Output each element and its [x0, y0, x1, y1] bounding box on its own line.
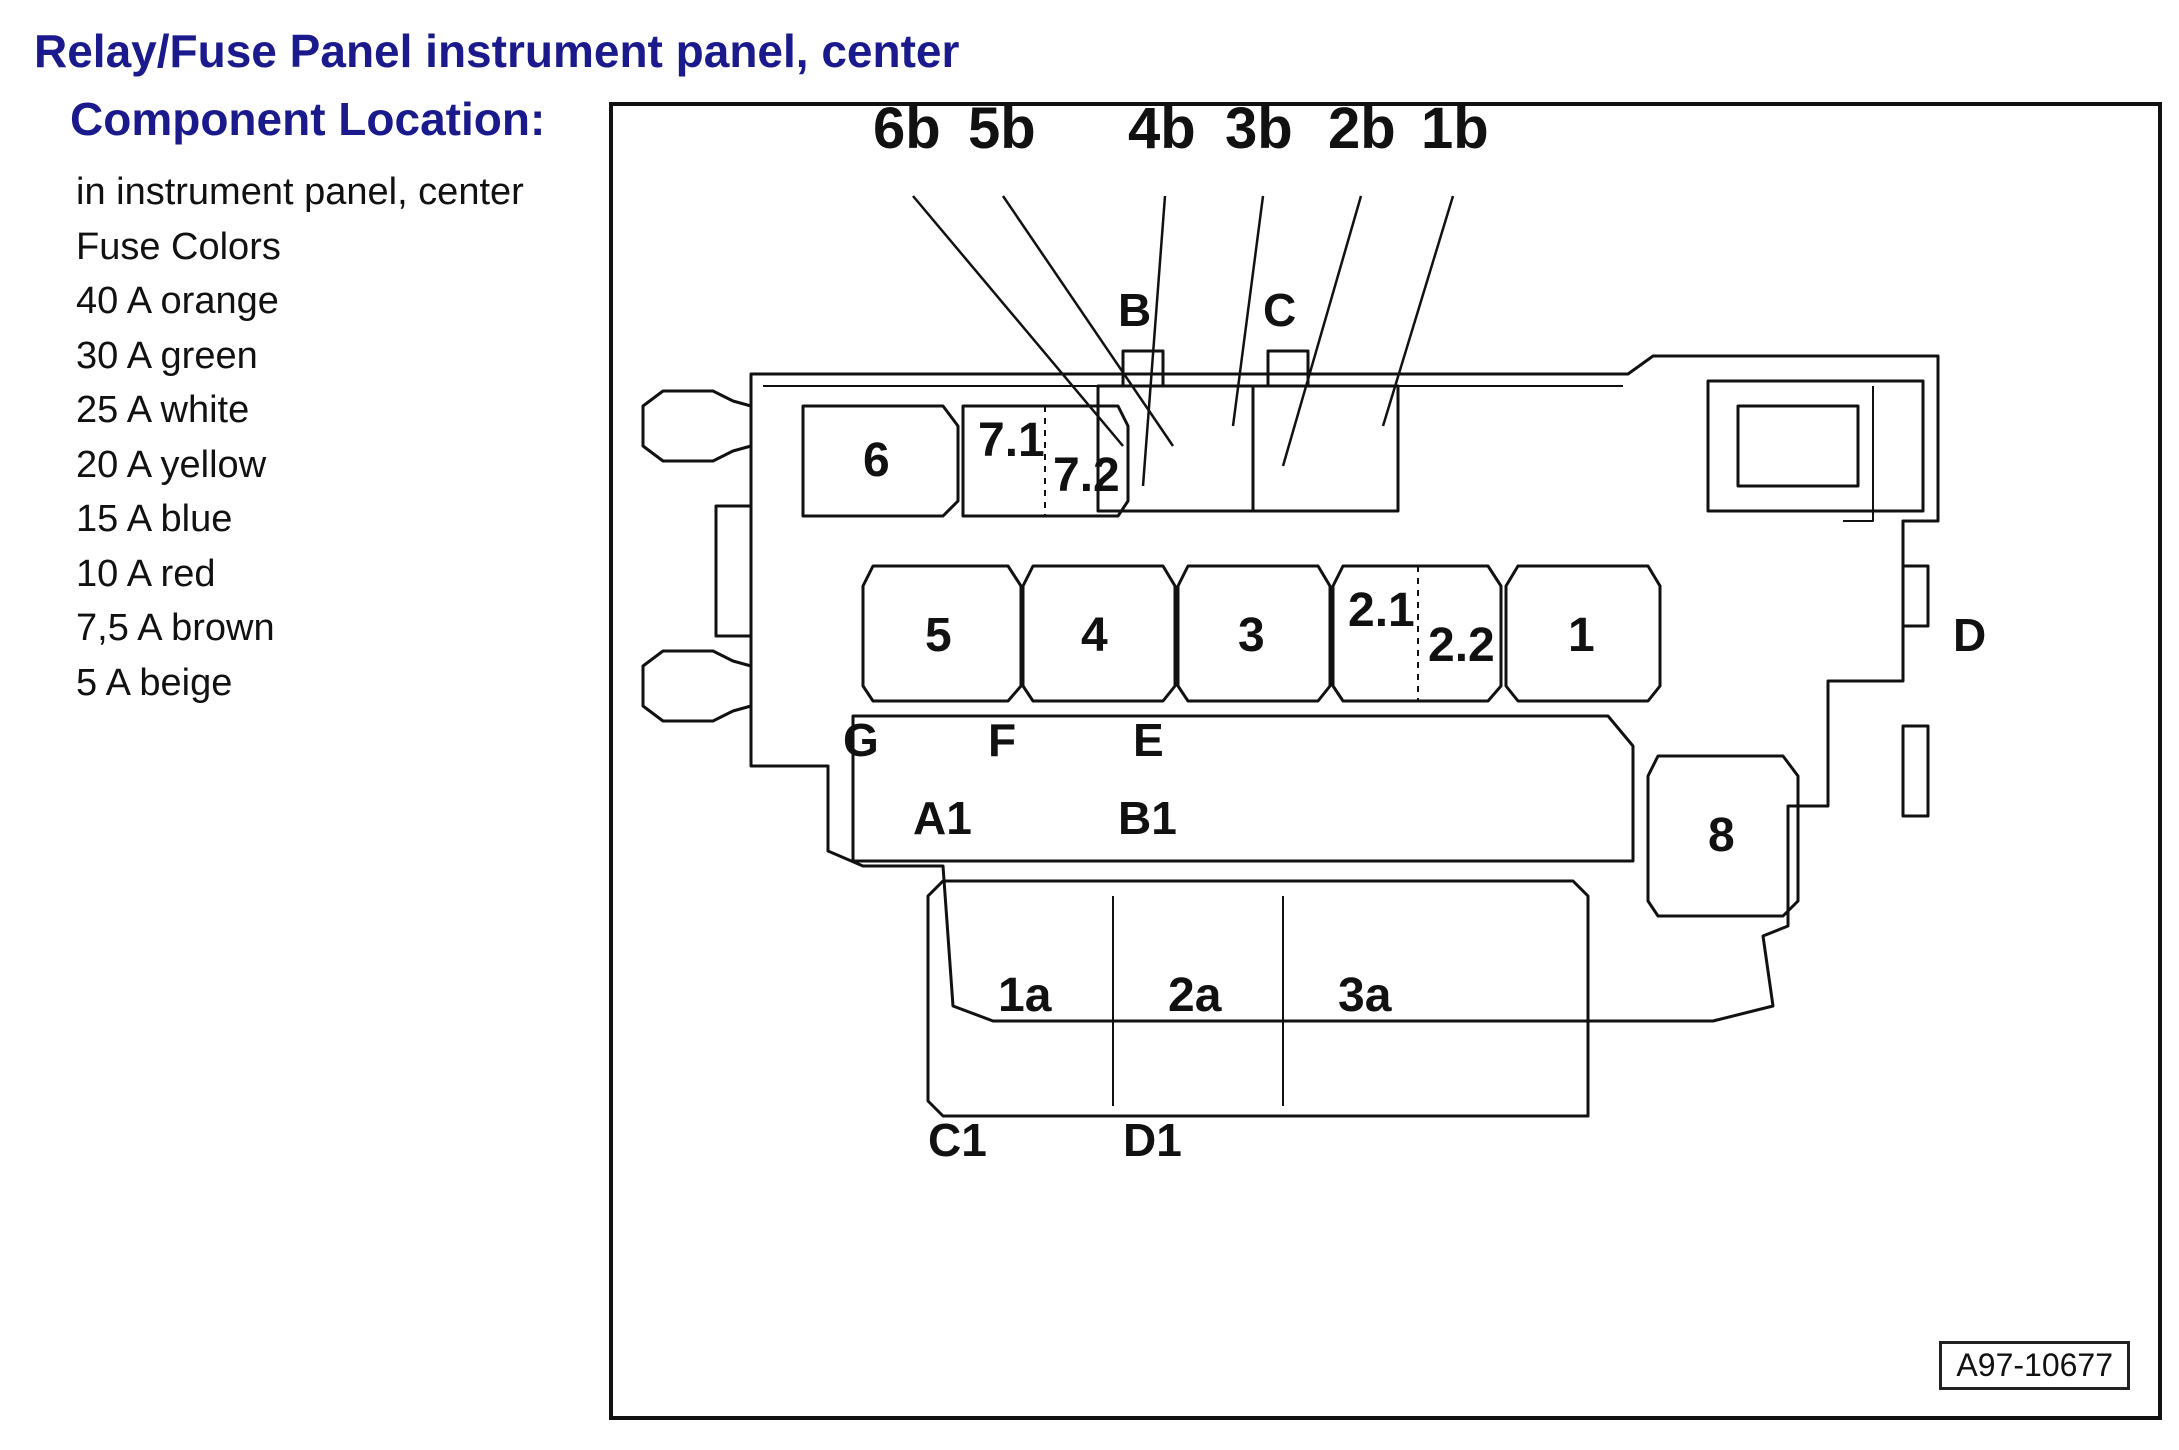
label-relay-2-2: 2.2: [1428, 619, 1495, 672]
label-connector-b1: B1: [1118, 792, 1177, 844]
fuse-color-item: 30 A green: [76, 334, 258, 377]
fuse-block-b: [1096, 384, 1400, 513]
fuse-color-item: 25 A white: [76, 389, 250, 431]
label-connector-d: D: [1953, 609, 1986, 661]
info-list: in instrument panel, center Fuse Colors …: [76, 165, 524, 710]
fuse-color-item: 10 A red: [76, 552, 216, 595]
fuse-color-item: 20 A yellow: [76, 443, 267, 486]
fuse-color-item: 5 A beige: [76, 661, 233, 704]
label-connector-a1: A1: [913, 792, 972, 844]
label-connector-f: F: [988, 714, 1016, 766]
lower-housing: [851, 714, 1635, 863]
reference-code-box: A97-10677: [1939, 1341, 2130, 1390]
location-text: in instrument panel, center: [76, 171, 524, 213]
relay-1-outline: [1504, 564, 1662, 703]
connector-d: [1901, 564, 1930, 628]
relay-4-outline: [1021, 564, 1177, 703]
label-connector-d1: D1: [1123, 1114, 1182, 1166]
relay-labels: 6 7.1 7.2 5 4 3 2.1 2.2 1 8 1a 2a 3a: [863, 414, 1735, 1022]
left-clip-bottom: [641, 649, 752, 723]
relay-3-outline: [1176, 564, 1332, 703]
label-connector-c: C: [1263, 284, 1296, 336]
reference-code: A97-10677: [1956, 1347, 2113, 1383]
label-relay-1a: 1a: [998, 969, 1052, 1022]
bottom-block-outline: [926, 879, 1590, 1118]
label-1b: 1b: [1421, 106, 1489, 161]
label-relay-1: 1: [1568, 609, 1595, 662]
label-relay-6: 6: [863, 434, 890, 487]
relay-5-outline: [861, 564, 1023, 703]
left-side-tab: [714, 504, 753, 638]
label-relay-7-2: 7.2: [1053, 449, 1120, 502]
label-connector-b: B: [1118, 284, 1151, 336]
fuse-color-item: 40 A orange: [76, 280, 279, 322]
label-2b: 2b: [1328, 106, 1396, 161]
label-4b: 4b: [1128, 106, 1196, 161]
fuse-color-item: 7,5 A brown: [76, 607, 275, 649]
component-location-heading: Component Location:: [70, 93, 546, 145]
label-relay-2-1: 2.1: [1348, 584, 1415, 637]
label-relay-5: 5: [925, 609, 952, 662]
label-relay-8: 8: [1708, 809, 1735, 862]
label-6b: 6b: [873, 106, 941, 161]
label-5b: 5b: [968, 106, 1036, 161]
label-relay-7-1: 7.1: [978, 414, 1045, 467]
label-relay-3a: 3a: [1338, 969, 1392, 1022]
label-connector-e: E: [1133, 714, 1164, 766]
label-3b: 3b: [1225, 106, 1293, 161]
right-bay-top: [1706, 379, 1925, 513]
connector-b: [1121, 349, 1165, 388]
label-connector-g: G: [843, 714, 879, 766]
top-labels: 6b 5b 4b 3b 2b 1b: [873, 106, 1489, 161]
connector-right-lower: [1901, 724, 1930, 818]
fuse-color-item: 15 A blue: [76, 498, 233, 540]
leader-lines: [912, 195, 1455, 487]
left-clip-top: [641, 389, 752, 463]
relay-2-outline: [1331, 564, 1503, 703]
relay-panel-diagram: 6b 5b 4b 3b 2b 1b B C D G F E A1 B1 C1 D…: [609, 102, 2162, 1420]
page-title: Relay/Fuse Panel instrument panel, cente…: [34, 25, 960, 77]
housing-outline: [749, 354, 1940, 1023]
relay-8-outline: [1646, 754, 1800, 918]
right-bay-window: [1736, 404, 1860, 488]
label-relay-2a: 2a: [1168, 969, 1222, 1022]
fuse-colors-heading: Fuse Colors: [76, 225, 281, 268]
label-relay-4: 4: [1081, 609, 1108, 662]
relay-7-outline: [961, 404, 1130, 518]
connector-labels: B C D G F E A1 B1 C1 D1: [843, 284, 1986, 1166]
relay-6-outline: [801, 404, 960, 518]
diagram-drawing: 6b 5b 4b 3b 2b 1b B C D G F E A1 B1 C1 D…: [641, 106, 1986, 1166]
label-relay-3: 3: [1238, 609, 1265, 662]
connector-c: [1266, 349, 1310, 388]
label-connector-c1: C1: [928, 1114, 987, 1166]
